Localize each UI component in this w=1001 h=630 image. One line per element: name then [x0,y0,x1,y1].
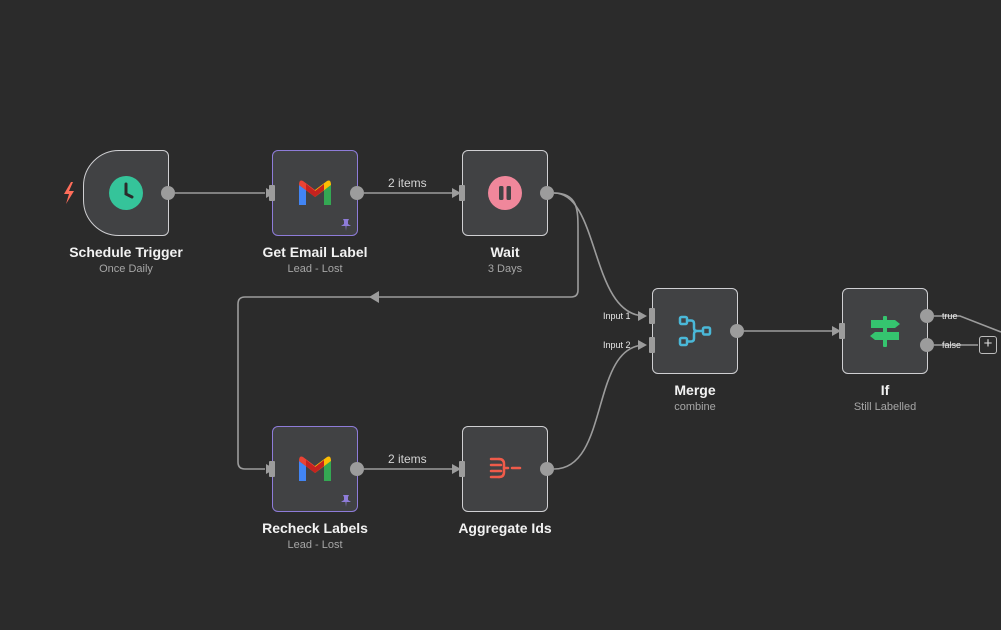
node-subtitle: Lead - Lost [287,539,343,551]
node-subtitle: Lead - Lost [287,263,343,275]
connection-aggregate-merge [553,344,646,470]
port-label-false: false [942,340,962,350]
pause-icon [463,151,547,235]
clock-icon [84,151,168,235]
input-handle[interactable] [459,461,465,477]
node-subtitle: 3 Days [487,263,523,275]
gmail-icon [273,427,357,511]
connection-wait-merge [553,192,646,317]
add-node-button[interactable]: + [979,336,997,354]
output-handle-false[interactable] [920,338,934,352]
merge-icon [653,289,737,373]
node-subtitle: Once Daily [99,263,153,275]
loop-direction-arrow [369,291,379,303]
pin-icon [341,495,351,507]
port-label-true: true [942,311,958,321]
node-title: Merge [674,382,716,398]
connection-if-true [934,315,1001,333]
arrowhead [638,311,647,321]
output-handle[interactable] [161,186,175,200]
signpost-icon [843,289,927,373]
node-title: Wait [490,244,520,260]
node-if[interactable] [842,288,928,374]
node-recheck-labels[interactable] [272,426,358,512]
node-title: Get Email Label [262,244,368,260]
node-subtitle: combine [674,401,716,413]
input-handle[interactable] [269,185,275,201]
arrowhead [452,188,461,198]
node-wait[interactable] [462,150,548,236]
item-count-label: 2 items [388,176,427,190]
node-title: Recheck Labels [262,520,368,536]
item-count-label: 2 items [388,452,427,466]
lightning-icon [64,182,74,204]
aggregate-icon [463,427,547,511]
output-handle[interactable] [730,324,744,338]
node-aggregate-ids[interactable] [462,426,548,512]
output-handle[interactable] [540,186,554,200]
node-subtitle: Still Labelled [853,401,917,413]
input-handle[interactable] [839,323,845,339]
node-get-email-label[interactable] [272,150,358,236]
input-handle[interactable] [269,461,275,477]
port-label-input-1: Input 1 [603,311,631,321]
node-title: If [880,382,890,398]
node-title: Aggregate Ids [458,520,552,536]
node-title: Schedule Trigger [69,244,183,260]
node-schedule-trigger[interactable] [83,150,169,236]
output-handle-true[interactable] [920,309,934,323]
gmail-icon [273,151,357,235]
input-handle[interactable] [459,185,465,201]
connection-wait-loop [237,192,579,470]
input-handle-2[interactable] [649,337,655,353]
arrowhead [638,340,647,350]
arrowhead [832,326,841,336]
arrowhead [452,464,461,474]
output-handle[interactable] [350,186,364,200]
pin-icon [341,219,351,231]
output-handle[interactable] [350,462,364,476]
port-label-input-2: Input 2 [603,340,631,350]
input-handle-1[interactable] [649,308,655,324]
output-handle[interactable] [540,462,554,476]
node-merge[interactable] [652,288,738,374]
